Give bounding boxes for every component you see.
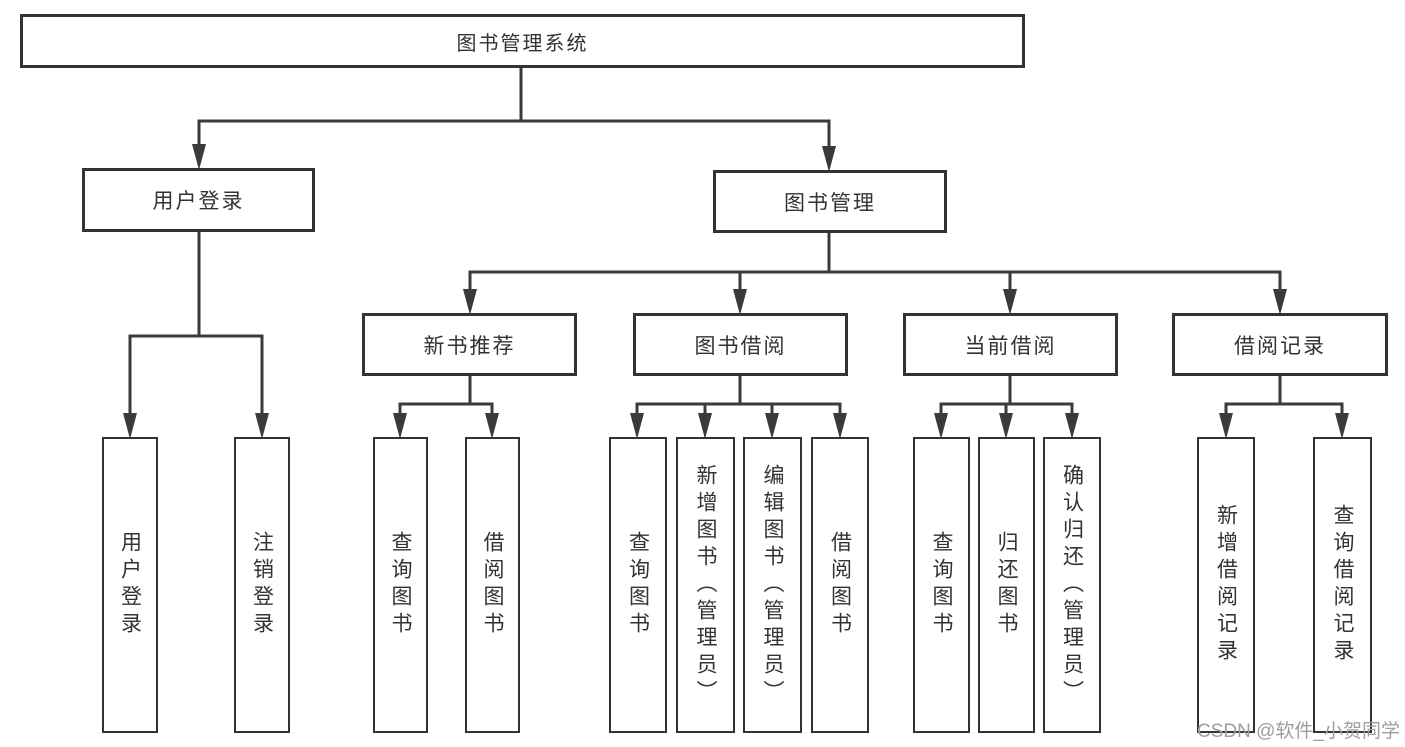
- leaf-borrow-books-recommend: 借阅图书: [465, 437, 520, 733]
- leaf-label: 借阅图书: [828, 531, 852, 639]
- leaf-label: 新增借阅记录: [1214, 504, 1238, 666]
- leaf-label: 查询图书: [389, 531, 413, 639]
- leaf-label: 新增图书（管理员）: [694, 463, 718, 707]
- leaf-label: 查询图书: [626, 531, 650, 639]
- leaf-logout: 注销登录: [234, 437, 290, 733]
- leaf-query-books-borrow: 查询图书: [609, 437, 667, 733]
- node-label: 当前借阅: [964, 334, 1057, 358]
- node-label: 图书管理系统: [456, 32, 589, 55]
- node-label: 图书管理: [784, 191, 876, 215]
- leaf-confirm-return-admin: 确认归还（管理员）: [1043, 437, 1101, 733]
- leaf-borrow-books: 借阅图书: [811, 437, 869, 733]
- leaf-add-borrow-record: 新增借阅记录: [1197, 437, 1255, 733]
- node-label: 图书借阅: [694, 334, 787, 358]
- node-current-borrow: 当前借阅: [903, 313, 1118, 376]
- leaf-query-books-current: 查询图书: [913, 437, 970, 733]
- csdn-watermark: CSDN @软件_小贺同学: [1197, 721, 1400, 742]
- node-user-login: 用户登录: [82, 168, 315, 232]
- node-book-borrow: 图书借阅: [633, 313, 848, 376]
- leaf-query-books-recommend: 查询图书: [373, 437, 428, 733]
- leaf-label: 归还图书: [995, 531, 1019, 639]
- leaf-edit-book-admin: 编辑图书（管理员）: [743, 437, 802, 733]
- node-new-book-recommend: 新书推荐: [362, 313, 577, 376]
- node-library-management-system: 图书管理系统: [20, 14, 1025, 68]
- node-book-management: 图书管理: [713, 170, 947, 233]
- leaf-label: 查询图书: [930, 531, 954, 639]
- node-label: 借阅记录: [1234, 334, 1326, 358]
- leaf-add-book-admin: 新增图书（管理员）: [676, 437, 735, 733]
- node-label: 新书推荐: [423, 334, 516, 358]
- leaf-return-book: 归还图书: [978, 437, 1035, 733]
- leaf-label: 查询借阅记录: [1331, 504, 1355, 666]
- leaf-label: 注销登录: [250, 531, 274, 639]
- leaf-query-borrow-record: 查询借阅记录: [1313, 437, 1372, 733]
- node-borrow-records: 借阅记录: [1172, 313, 1388, 376]
- leaf-label: 确认归还（管理员）: [1060, 463, 1084, 707]
- leaf-label: 编辑图书（管理员）: [761, 463, 785, 707]
- leaf-label: 用户登录: [118, 531, 142, 639]
- node-label: 用户登录: [152, 190, 245, 213]
- leaf-label: 借阅图书: [481, 531, 505, 639]
- leaf-user-login: 用户登录: [102, 437, 158, 733]
